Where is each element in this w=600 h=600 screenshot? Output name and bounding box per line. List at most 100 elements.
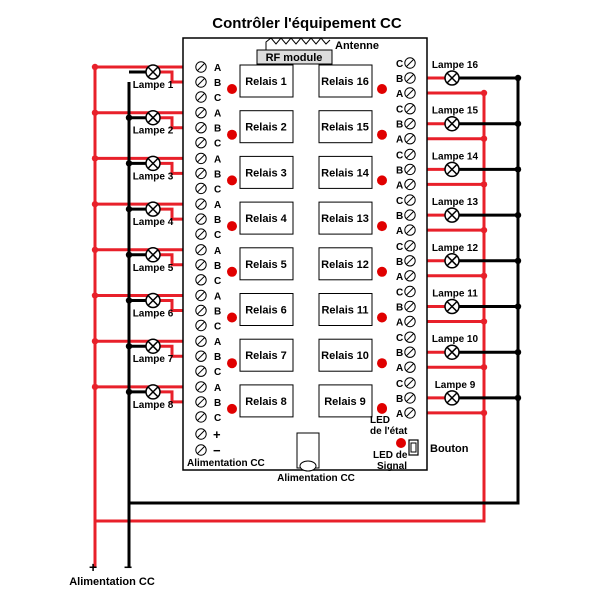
antenna-coil-icon bbox=[265, 37, 331, 50]
right-channel-16-neg-junction bbox=[514, 74, 522, 82]
relay-label-16: Relais 16 bbox=[321, 76, 369, 88]
relay-box-10 bbox=[318, 338, 373, 372]
relay-led-13 bbox=[377, 221, 387, 232]
lamp-left-label-4: Lampe 4 bbox=[133, 217, 174, 228]
relay-box-13 bbox=[318, 201, 373, 235]
left-channel-5-letter-c: C bbox=[214, 276, 221, 287]
signal-led-label-1: LED de bbox=[373, 450, 408, 461]
lamp-left-7-icon-cross-b bbox=[147, 340, 159, 352]
left-channel-6-terminal-b-slot bbox=[197, 306, 205, 315]
relay-label-4: Relais 4 bbox=[245, 213, 287, 225]
lamp-right-13-icon-cross-b bbox=[446, 209, 458, 221]
relay-led-2 bbox=[227, 129, 237, 140]
right-channel-9-letter-c: C bbox=[396, 379, 403, 390]
relay-box-8 bbox=[239, 384, 294, 418]
right-channel-10-letter-c: C bbox=[396, 333, 403, 344]
right-channel-11-terminal-b-slot bbox=[406, 302, 414, 311]
lamp-right-9-icon-cross-b bbox=[446, 392, 458, 404]
lamp-right-label-15: Lampe 15 bbox=[432, 106, 479, 117]
negative-wires bbox=[125, 70, 522, 567]
status-led bbox=[377, 403, 387, 413]
left-channel-5-letter-b: B bbox=[214, 261, 221, 272]
left-channel-1-terminal-c-slot bbox=[197, 93, 205, 101]
left-channel-3-neg-junction bbox=[125, 160, 133, 167]
left-channel-4-a-junction bbox=[91, 200, 99, 208]
right-channel-13-terminal-a-slot bbox=[406, 226, 414, 235]
right-channel-15-terminal-b-slot bbox=[406, 119, 414, 128]
left-channel-1-letter-a: A bbox=[214, 63, 221, 74]
relay-led-15 bbox=[377, 129, 387, 140]
left-channel-3-terminal-a-slot bbox=[197, 154, 205, 163]
relay-led-11 bbox=[377, 312, 387, 323]
left-channel-3-terminal-c-slot bbox=[197, 184, 205, 193]
left-channel-2-terminal-b-slot bbox=[197, 123, 205, 132]
right-channel-14-letter-a: A bbox=[396, 180, 403, 191]
right-channel-12-terminal-a-slot bbox=[406, 271, 414, 280]
board-power-terminal-plus-slot bbox=[197, 430, 205, 438]
lamp-right-label-11: Lampe 11 bbox=[432, 289, 478, 300]
lamp-left-3-icon-cross-b bbox=[147, 157, 159, 169]
right-channel-10-terminal-b-slot bbox=[406, 348, 414, 357]
relay-label-7: Relais 7 bbox=[245, 350, 287, 362]
board-power-plus-sign: + bbox=[213, 427, 221, 442]
left-channel-8-terminal-a-slot bbox=[197, 382, 205, 391]
relay-label-1: Relais 1 bbox=[245, 76, 287, 88]
lamp-left-label-7: Lampe 7 bbox=[133, 354, 174, 365]
right-channel-15-a-junction bbox=[480, 135, 488, 142]
lamp-right-label-14: Lampe 14 bbox=[432, 151, 479, 162]
lamp-right-10-icon-cross-b bbox=[446, 346, 458, 358]
lamp-left-label-2: Lampe 2 bbox=[133, 126, 174, 137]
right-channel-12-neg-junction bbox=[514, 257, 522, 264]
right-channel-10-letter-a: A bbox=[396, 363, 403, 374]
left-channel-7-letter-b: B bbox=[214, 352, 221, 363]
relay-box-4 bbox=[239, 201, 294, 235]
relay-box-9 bbox=[318, 384, 373, 418]
left-channel-6-a-junction bbox=[91, 292, 99, 299]
left-channel-1-terminal-b-slot bbox=[197, 78, 205, 86]
left-channel-8-terminal-b-slot bbox=[197, 397, 205, 406]
right-channel-15-terminal-c-slot bbox=[406, 104, 414, 113]
relay-label-11: Relais 11 bbox=[321, 305, 368, 317]
right-channel-11-letter-c: C bbox=[396, 288, 403, 299]
left-channel-5-terminal-b-slot bbox=[197, 260, 205, 269]
right-channel-9-letter-a: A bbox=[396, 409, 403, 420]
right-channel-11-letter-b: B bbox=[396, 303, 403, 314]
left-channel-1-letter-c: C bbox=[214, 93, 221, 104]
right-channel-9-terminal-b-slot bbox=[406, 393, 414, 402]
left-channel-7-terminal-c-slot bbox=[197, 367, 205, 376]
left-channel-6-neg-junction bbox=[125, 297, 133, 304]
left-channel-8-letter-c: C bbox=[214, 413, 221, 424]
right-channel-9-neg-junction bbox=[514, 394, 522, 402]
signal-led bbox=[396, 438, 406, 448]
left-channel-8-letter-a: A bbox=[214, 383, 221, 394]
right-channel-11-neg-junction bbox=[514, 303, 522, 310]
right-channel-13-a-junction bbox=[480, 226, 488, 234]
rf-module bbox=[256, 49, 333, 65]
right-channel-16-letter-a: A bbox=[396, 89, 403, 100]
left-channel-7-terminal-a-slot bbox=[197, 337, 205, 346]
lamp-left-2-icon-cross-b bbox=[147, 112, 159, 124]
right-channel-16-terminal-c-slot bbox=[406, 59, 414, 67]
left-channel-5-neg-junction bbox=[125, 251, 133, 258]
rf-module-label: RF module bbox=[266, 52, 323, 64]
right-channel-16-terminal-b-slot bbox=[406, 74, 414, 82]
right-channel-11-letter-a: A bbox=[396, 318, 403, 329]
right-channel-14-terminal-b-slot bbox=[406, 165, 414, 174]
relay-box-1 bbox=[239, 64, 294, 98]
right-channel-14-a-junction bbox=[480, 181, 488, 188]
left-channel-7-neg-junction bbox=[125, 343, 133, 350]
left-channel-4-terminal-b-slot bbox=[197, 215, 205, 224]
lamp-left-label-6: Lampe 6 bbox=[133, 309, 174, 320]
relay-led-5 bbox=[227, 266, 237, 277]
left-channel-4-letter-a: A bbox=[214, 200, 221, 211]
right-channel-12-letter-b: B bbox=[396, 257, 403, 268]
relay-led-8 bbox=[227, 403, 237, 414]
right-channel-12-letter-a: A bbox=[396, 272, 403, 283]
push-button-cap[interactable] bbox=[410, 442, 417, 453]
right-positive-rail bbox=[95, 94, 486, 523]
status-led-label-2: de l'état bbox=[370, 426, 408, 437]
lamp-right-label-12: Lampe 12 bbox=[432, 243, 479, 254]
left-channel-2-a-junction bbox=[91, 109, 99, 116]
right-channel-11-a-junction bbox=[480, 318, 488, 325]
